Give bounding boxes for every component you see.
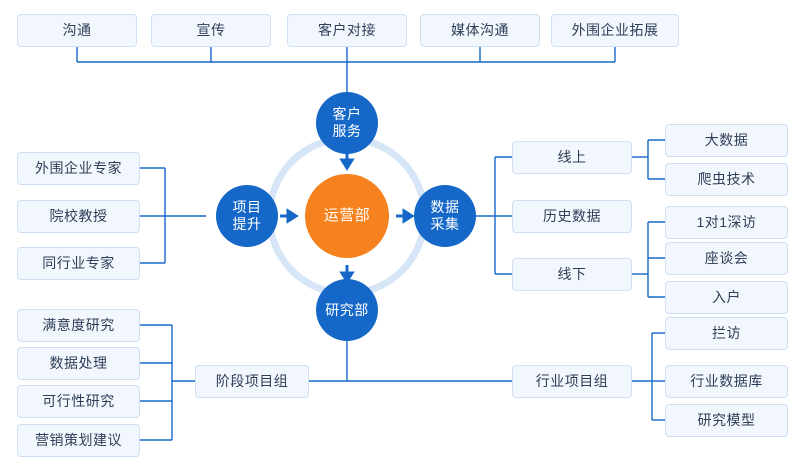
- right-box-big-data-label: 大数据: [704, 132, 749, 149]
- right-box-big-data[interactable]: 大数据: [665, 124, 788, 157]
- top-box-external-enterprise-expansion[interactable]: 外围企业拓展: [551, 14, 679, 47]
- right-box-historical-data[interactable]: 历史数据: [512, 200, 632, 233]
- left-box-external-enterprise-expert-label: 外围企业专家: [35, 160, 122, 177]
- top-box-media-communication[interactable]: 媒体沟通: [420, 14, 540, 47]
- left-box-university-professor-label: 院校教授: [49, 208, 108, 225]
- top-box-client-liaison[interactable]: 客户对接: [287, 14, 407, 47]
- right-box-household-visit-label: 入户: [712, 289, 741, 306]
- hub-research-label: 研究部: [325, 301, 369, 318]
- hub-node-research-department[interactable]: 研究部: [316, 279, 378, 341]
- right-box-household-visit[interactable]: 入户: [665, 281, 788, 314]
- bottom-box-intercept-interview-label: 拦访: [712, 325, 741, 342]
- bottom-box-data-processing[interactable]: 数据处理: [17, 347, 140, 380]
- bottom-box-research-model-label: 研究模型: [697, 412, 756, 429]
- bottom-box-industry-project-group[interactable]: 行业项目组: [512, 365, 632, 398]
- top-box-promotion[interactable]: 宣传: [151, 14, 271, 47]
- hub-node-customer-service[interactable]: 客户 服务: [316, 92, 378, 154]
- bottom-box-satisfaction-research[interactable]: 满意度研究: [17, 309, 140, 342]
- right-box-symposium[interactable]: 座谈会: [665, 242, 788, 275]
- bottom-box-intercept-interview[interactable]: 拦访: [665, 317, 788, 350]
- bottom-box-stage-project-group-label: 阶段项目组: [215, 373, 289, 390]
- right-box-one-on-one-interview-label: 1对1深访: [696, 214, 757, 231]
- hub-data-collection-line2: 采集: [430, 216, 460, 232]
- hub-customer-service-line2: 服务: [332, 123, 362, 139]
- left-box-industry-expert-label: 同行业专家: [42, 255, 115, 272]
- center-node-label: 运营部: [323, 207, 371, 224]
- top-box-media-communication-label: 媒体沟通: [451, 22, 509, 39]
- bottom-box-satisfaction-research-label: 满意度研究: [42, 317, 115, 334]
- bottom-box-industry-database[interactable]: 行业数据库: [665, 365, 788, 398]
- right-box-symposium-label: 座谈会: [704, 250, 749, 267]
- center-node-operations[interactable]: 运营部: [305, 174, 389, 258]
- right-box-crawler-technology-label: 爬虫技术: [697, 171, 756, 188]
- bottom-box-marketing-planning-advice[interactable]: 营销策划建议: [17, 424, 140, 457]
- hub-customer-service-line1: 客户: [332, 106, 362, 123]
- left-box-industry-expert[interactable]: 同行业专家: [17, 247, 140, 280]
- hub-node-data-collection[interactable]: 数据 采集: [414, 185, 476, 247]
- top-box-promotion-label: 宣传: [196, 22, 226, 39]
- top-box-communication[interactable]: 沟通: [17, 14, 137, 47]
- hub-project-improvement-line1: 项目: [232, 199, 262, 216]
- top-box-communication-label: 沟通: [62, 22, 92, 39]
- bottom-box-data-processing-label: 数据处理: [49, 355, 108, 372]
- bottom-box-feasibility-research-label: 可行性研究: [42, 393, 115, 410]
- right-box-online[interactable]: 线上: [512, 141, 632, 174]
- right-box-crawler-technology[interactable]: 爬虫技术: [665, 163, 788, 196]
- top-box-external-enterprise-expansion-label: 外围企业拓展: [571, 22, 659, 39]
- right-box-one-on-one-interview[interactable]: 1对1深访: [665, 206, 788, 239]
- hub-node-project-improvement[interactable]: 项目 提升: [216, 185, 278, 247]
- bottom-box-stage-project-group[interactable]: 阶段项目组: [195, 365, 309, 398]
- bottom-box-marketing-planning-advice-label: 营销策划建议: [35, 432, 122, 449]
- bottom-box-feasibility-research[interactable]: 可行性研究: [17, 385, 140, 418]
- left-box-university-professor[interactable]: 院校教授: [17, 200, 140, 233]
- bottom-box-industry-database-label: 行业数据库: [690, 373, 763, 390]
- right-box-historical-data-label: 历史数据: [543, 208, 601, 225]
- left-box-external-enterprise-expert[interactable]: 外围企业专家: [17, 152, 140, 185]
- hub-project-improvement-line2: 提升: [232, 216, 262, 232]
- right-box-offline[interactable]: 线下: [512, 258, 632, 291]
- bottom-box-industry-project-group-label: 行业项目组: [535, 373, 609, 390]
- hub-data-collection-line1: 数据: [430, 199, 460, 216]
- right-box-online-label: 线上: [557, 149, 587, 166]
- bottom-box-research-model[interactable]: 研究模型: [665, 404, 788, 437]
- right-box-offline-label: 线下: [557, 266, 587, 283]
- top-box-client-liaison-label: 客户对接: [318, 22, 376, 39]
